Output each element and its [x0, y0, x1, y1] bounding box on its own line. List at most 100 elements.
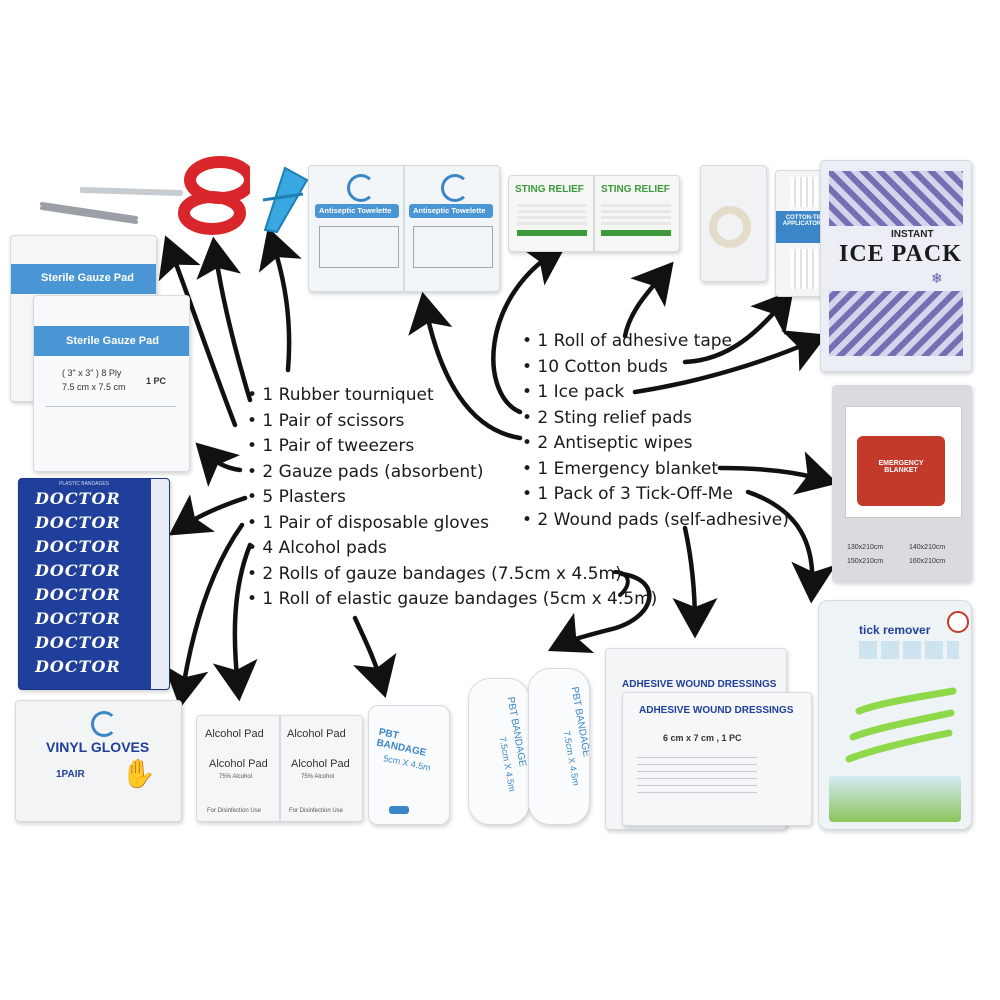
list-item: • 1 Ice pack	[522, 382, 625, 402]
arrow-gloves	[163, 522, 245, 709]
contents-list-right: • 1 Roll of adhesive tape • 10 Cotton bu…	[522, 329, 789, 533]
alcohol-label-3: Alcohol Pad	[209, 758, 268, 770]
snowflake-icon: ❄	[931, 271, 943, 287]
arrow-icepack	[632, 330, 828, 395]
plaster-sub: PLASTIC BANDAGES	[59, 481, 110, 487]
antiseptic-logo-icon-2	[441, 174, 469, 202]
alcohol-use-1: For Disinfection Use	[207, 808, 262, 814]
list-item: • 2 Rolls of gauze bandages (7.5cm x 4.5…	[247, 563, 622, 584]
alcohol-use-2: For Disinfection Use	[289, 808, 344, 814]
arrow-cotton	[682, 289, 794, 365]
plaster-strip: DOCTOR	[35, 585, 121, 604]
list-item: • 1 Roll of adhesive tape	[522, 331, 733, 351]
alcohol-label-1: Alcohol Pad	[205, 728, 264, 740]
list-item: • 2 Sting relief pads	[522, 407, 693, 428]
blanket-size-3: 150x210cm	[847, 558, 884, 565]
arrow-gauze-roll	[352, 615, 397, 698]
alcohol-pct-1: 75% Alcohol	[219, 774, 253, 780]
cotton-label: COTTON-TIP APPLICATORS	[782, 215, 826, 227]
emergency-blanket: EMERGENCY BLANKET 130x210cm 140x210cm 15…	[832, 385, 972, 582]
alcohol-label-4: Alcohol Pad	[291, 758, 350, 770]
wound-label-front: ADHESIVE WOUND DRESSINGS	[639, 705, 794, 716]
blanket-label: EMERGENCY BLANKET	[878, 460, 924, 474]
alcohol-pads: Alcohol Pad Alcohol Pad Alcohol Pad Alco…	[196, 715, 363, 822]
list-item: • 1 Rubber tourniquet	[247, 385, 434, 405]
list-item: • 1 Pair of disposable gloves	[247, 512, 489, 533]
plaster-strip: DOCTOR	[35, 489, 121, 508]
list-item: • 4 Alcohol pads	[247, 538, 387, 558]
arrow-antiseptic	[408, 291, 523, 441]
arrow-alcohol	[212, 542, 258, 702]
arrow-tick	[745, 489, 837, 604]
tape-roll-icon	[709, 206, 751, 248]
alcohol-pct-2: 75% Alcohol	[301, 774, 335, 780]
list-item: • 1 Roll of elastic gauze bandages (5cm …	[247, 589, 658, 609]
antiseptic-label-2: Antiseptic Towelette	[413, 206, 486, 215]
arrow-wound	[672, 525, 718, 639]
gauze-pad-title: Sterile Gauze Pad	[66, 335, 159, 347]
sting-label-1: STING RELIEF	[515, 184, 584, 195]
list-item: • 1 Pair of tweezers	[247, 436, 415, 456]
vinyl-gloves: VINYL GLOVES 1PAIR ✋	[15, 700, 182, 822]
tweezers	[40, 196, 140, 226]
list-item: • 1 Pair of scissors	[247, 410, 405, 431]
alcohol-label-2: Alcohol Pad	[287, 728, 346, 740]
tick-title: tick remover	[859, 623, 931, 637]
arrow-tweezers	[158, 235, 238, 428]
gauze-pad-back-title: Sterile Gauze Pad	[41, 272, 134, 284]
tick-hooks-icon	[845, 687, 957, 763]
plaster-strip: DOCTOR	[35, 633, 121, 652]
plaster-strip: DOCTOR	[35, 657, 121, 676]
blanket-size-1: 130x210cm	[847, 544, 884, 551]
glove-icon: ✋	[121, 757, 156, 790]
sting-label-2: STING RELIEF	[601, 184, 670, 195]
list-item: • 1 Emergency blanket	[522, 458, 719, 479]
wound-dressing-front: ADHESIVE WOUND DRESSINGS 6 cm x 7 cm , 1…	[622, 692, 812, 826]
plasters: DOCTOR DOCTOR DOCTOR DOCTOR DOCTOR DOCTO…	[18, 478, 170, 690]
gauze-pad-qty: 1 PC	[146, 376, 167, 386]
adhesive-tape	[700, 165, 767, 282]
ice-pack: INSTANT ICE PACK ❄	[820, 160, 972, 372]
arrow-gauze	[195, 442, 243, 488]
gloves-logo-icon	[91, 711, 117, 737]
arrow-roll-bracket	[547, 571, 652, 654]
blanket-size-2: 140x210cm	[909, 544, 946, 551]
plaster-strip: DOCTOR	[35, 537, 121, 556]
gauze-pad-front: Sterile Gauze Pad ( 3" x 3" ) 8 Ply 7.5 …	[33, 295, 190, 472]
antiseptic-logo-icon	[347, 174, 375, 202]
arrow-tape	[622, 261, 674, 339]
arrow-tourniquet	[258, 227, 302, 373]
gauze-bandage-2: PBT BANDAGE 7.5cm X 4.5m	[528, 668, 590, 825]
blanket-size-4: 160x210cm	[909, 558, 946, 565]
list-item: • 1 Pack of 3 Tick-Off-Me	[522, 484, 733, 504]
ice-title: ICE PACK	[839, 241, 962, 267]
ice-instant: INSTANT	[891, 229, 934, 240]
list-item: • 2 Antiseptic wipes	[522, 433, 693, 453]
plaster-strip: DOCTOR	[35, 609, 121, 628]
tick-remover: tick remover	[818, 600, 972, 830]
plaster-strip: DOCTOR	[35, 513, 121, 532]
list-item: • 5 Plasters	[247, 487, 346, 507]
contents-list-left: • 1 Rubber tourniquet • 1 Pair of scisso…	[247, 383, 657, 613]
antiseptic-wipes: Antiseptic Towelette Antiseptic Towelett…	[308, 165, 500, 292]
plaster-strip: DOCTOR	[35, 561, 121, 580]
gauze-pad-size: 7.5 cm x 7.5 cm	[62, 382, 126, 392]
gloves-qty: 1PAIR	[56, 769, 85, 780]
arrow-scissors	[196, 236, 253, 403]
tourniquet	[255, 160, 315, 235]
scissors	[79, 155, 256, 235]
antiseptic-label-1: Antiseptic Towelette	[319, 206, 392, 215]
arrow-sting	[491, 244, 567, 415]
gloves-title: VINYL GLOVES	[46, 739, 150, 755]
tick-warning-icon	[947, 611, 969, 633]
sting-relief-pads: STING RELIEF STING RELIEF	[508, 175, 680, 252]
arrow-plasters	[168, 494, 248, 536]
wound-label-back: ADHESIVE WOUND DRESSINGS	[622, 679, 777, 690]
gauze-pad-spec: ( 3" x 3" ) 8 Ply	[62, 368, 122, 378]
list-item: • 2 Gauze pads (absorbent)	[247, 461, 484, 482]
arrow-blanket	[717, 451, 839, 495]
list-item: • 2 Wound pads (self-adhesive)	[522, 509, 789, 530]
gauze-bandage-1: PBT BANDAGE 7.5cm X 4.5m	[468, 678, 530, 825]
wound-size: 6 cm x 7 cm , 1 PC	[663, 733, 742, 743]
